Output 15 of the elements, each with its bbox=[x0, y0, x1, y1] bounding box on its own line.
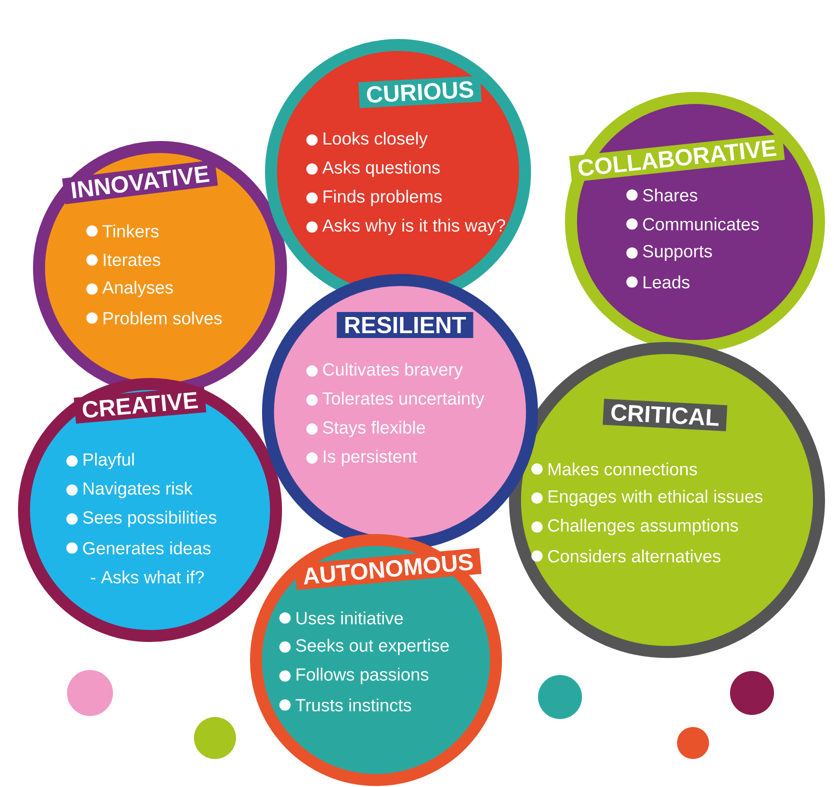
bullet-item: Cultivates bravery bbox=[306, 362, 463, 380]
bullet-item: Finds problems bbox=[306, 190, 442, 206]
heading-tag: CURIOUS bbox=[358, 76, 482, 108]
bullet-item: Tolerates uncertainty bbox=[306, 392, 484, 408]
bullet-item: Stays flexible bbox=[306, 420, 425, 438]
heading-tag: RESILIENT bbox=[336, 312, 474, 338]
bullet-item: Looks closely bbox=[306, 132, 428, 148]
heading-tag: INNOVATIVE bbox=[62, 160, 218, 204]
bullet-item: Tinkers bbox=[86, 224, 159, 238]
bullet-item: Analyses bbox=[86, 280, 173, 298]
bullet-item: Problem solves bbox=[86, 312, 222, 324]
bullet-item: Iterates bbox=[86, 254, 160, 266]
bullet-item: Asks why is it this way? bbox=[306, 218, 506, 236]
bullet-item: Is persistent bbox=[306, 450, 417, 466]
bullet-item: Asks questions bbox=[306, 160, 440, 178]
